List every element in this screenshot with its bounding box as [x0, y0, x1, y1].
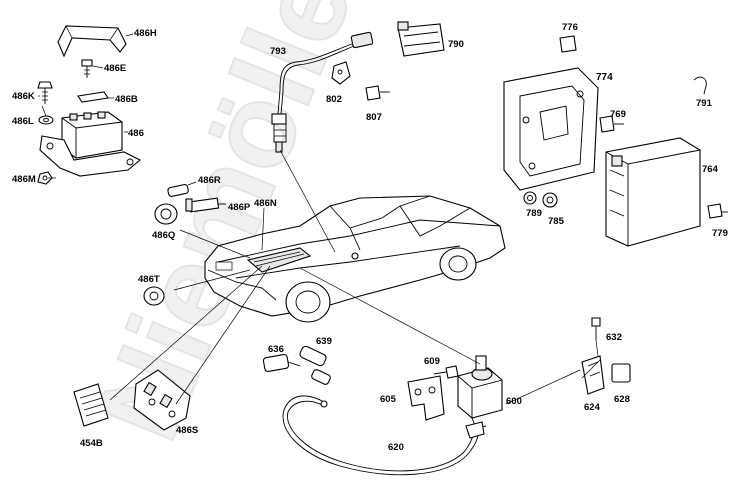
- label-486H: 486H: [134, 28, 157, 39]
- label-636: 636: [268, 344, 284, 355]
- label-454B: 454B: [80, 438, 103, 449]
- label-789: 789: [526, 208, 542, 219]
- part-605-bracket: [407, 375, 445, 421]
- part-628-cap: [611, 363, 631, 383]
- label-486K: 486K: [12, 91, 35, 102]
- label-791: 791: [696, 98, 713, 109]
- part-454B-connector: [73, 383, 109, 427]
- label-609: 609: [424, 356, 440, 367]
- part-774-frame: [503, 67, 599, 191]
- label-486S: 486S: [176, 425, 198, 436]
- label-486N: 486N: [254, 198, 277, 209]
- label-802: 802: [326, 94, 342, 105]
- label-779: 779: [712, 228, 728, 239]
- part-486R-connector: [167, 184, 189, 197]
- part-791-clip: [693, 76, 707, 95]
- label-632: 632: [606, 332, 622, 343]
- part-624-bracket: [581, 355, 605, 395]
- label-793: 793: [270, 46, 286, 57]
- leader-lines: [41, 105, 601, 405]
- part-620-hose: [282, 395, 485, 476]
- label-628: 628: [614, 394, 630, 405]
- label-807: 807: [366, 112, 382, 123]
- car-body: [204, 195, 506, 323]
- part-486E-screw: [81, 59, 93, 78]
- part-486P-sensor: [185, 197, 226, 213]
- part-790-bracket: [397, 21, 445, 57]
- part-776-clip: [559, 35, 577, 53]
- part-486L-washer: [38, 115, 54, 125]
- label-600: 600: [506, 396, 522, 407]
- part-632-screw: [591, 317, 601, 340]
- part-486-control-unit: [39, 111, 141, 177]
- part-486H-cover: [57, 25, 127, 58]
- label-785: 785: [548, 216, 565, 227]
- label-605: 605: [380, 394, 397, 405]
- front-wheel: [285, 281, 331, 323]
- part-785-nut: [542, 192, 558, 208]
- label-486T: 486T: [138, 274, 160, 285]
- label-776: 776: [562, 22, 578, 33]
- part-793-sensor-cable: [271, 31, 374, 153]
- part-486M-nut: [37, 171, 53, 185]
- label-774: 774: [596, 72, 613, 83]
- label-486P: 486P: [228, 202, 251, 213]
- label-486M: 486M: [12, 174, 36, 185]
- part-486S-plate: [133, 369, 191, 431]
- part-486Q-cap: [154, 203, 178, 225]
- label-486E: 486E: [104, 63, 126, 74]
- label-486R: 486R: [198, 175, 221, 186]
- part-labels: 486H 486E 486K 486B 486L 486 486M 486R 4…: [12, 22, 728, 453]
- part-769-screw: [599, 115, 624, 133]
- part-802-bracket: [331, 61, 351, 85]
- part-600-pump: [457, 355, 503, 429]
- part-807-bolt: [365, 85, 390, 101]
- label-764: 764: [702, 164, 719, 175]
- label-486B: 486B: [115, 94, 138, 105]
- label-624: 624: [584, 402, 601, 413]
- label-769: 769: [610, 109, 626, 120]
- rear-wheel: [439, 247, 477, 281]
- part-486T-grommet: [143, 286, 165, 306]
- part-486K-bolt: [37, 81, 53, 104]
- label-620: 620: [388, 442, 404, 453]
- part-486B-clip: [77, 91, 109, 103]
- label-639: 639: [316, 336, 332, 347]
- label-486L: 486L: [12, 116, 34, 127]
- label-790: 790: [448, 39, 464, 50]
- part-636-switch: [262, 353, 301, 373]
- part-779-screw: [707, 203, 728, 219]
- part-639-cylinder: [299, 345, 331, 385]
- part-764-control-unit: [605, 137, 701, 247]
- label-486Q: 486Q: [152, 230, 175, 241]
- part-789-nut: [523, 191, 537, 205]
- label-486: 486: [128, 128, 144, 139]
